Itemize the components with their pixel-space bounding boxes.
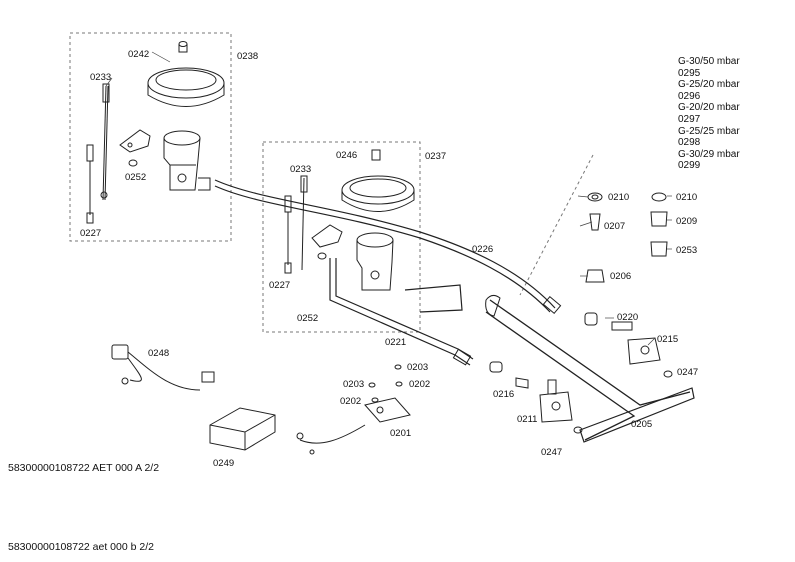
part-label-0226: 0226 [472, 244, 493, 255]
part-label-0209: 0209 [676, 216, 697, 227]
part-label-0211: 0211 [517, 414, 537, 425]
part-label-0252-left: 0252 [125, 172, 146, 183]
leader-lines [105, 51, 672, 346]
legend-line: G-30/50 mbar [678, 56, 740, 67]
gas-tap-0215 [611, 321, 673, 378]
part-label-0203-b: 0203 [343, 379, 364, 390]
burner-body-left [163, 130, 211, 191]
part-label-0202-b: 0202 [340, 396, 361, 407]
bracket-left [119, 129, 151, 167]
part-label-0248: 0248 [148, 348, 169, 359]
gas-tap-0211 [539, 379, 583, 434]
injector-guide-line [519, 154, 594, 296]
legend-line: 0296 [678, 90, 701, 102]
part-label-0215: 0215 [657, 334, 678, 345]
part-label-0227-right: 0227 [269, 280, 290, 291]
part-label-0253: 0253 [676, 245, 697, 256]
ignition-electrode-left [86, 144, 94, 224]
legend-line: 0297 [678, 113, 701, 125]
legend-line: 0299 [678, 160, 701, 172]
ignition-module-0249 [209, 407, 276, 451]
legend-line: 0298 [678, 137, 701, 149]
ignition-electrode-right [284, 195, 292, 274]
drawing-number-upper: 58300000108722 AET 000 A 2/2 [8, 462, 160, 474]
burner-cap-left [147, 41, 225, 107]
part-label-0246: 0246 [336, 150, 357, 161]
part-label-0242: 0242 [128, 49, 149, 60]
legend-line: G-30/29 mbar [678, 148, 740, 160]
gas-pipe-0226 [214, 179, 562, 315]
part-label-0233-right: 0233 [290, 164, 311, 175]
part-label-0247-a: 0247 [677, 367, 698, 378]
thermocouple-left [100, 83, 110, 201]
legend-line: G-25/20 mbar [678, 79, 740, 91]
part-label-0227-left: 0227 [80, 228, 101, 239]
part-label-0202-a: 0202 [409, 379, 430, 390]
part-label-0210-b: 0210 [676, 192, 697, 203]
part-label-0247-b: 0247 [541, 447, 562, 458]
part-label-0207: 0207 [604, 221, 625, 232]
part-label-0210-a: 0210 [608, 192, 629, 203]
part-label-0233-left: 0233 [90, 72, 111, 83]
fittings-0216-0220 [489, 312, 598, 389]
ignition-cable-0248 [111, 344, 215, 391]
part-label-0205: 0205 [631, 419, 652, 430]
part-label-0252-right: 0252 [297, 313, 318, 324]
part-label-0249: 0249 [213, 458, 234, 469]
part-label-0238: 0238 [237, 51, 258, 62]
part-label-0206: 0206 [610, 271, 631, 282]
burner-group-box-right [262, 141, 421, 333]
bracket-right [311, 224, 343, 260]
gas-pipe-0221 [329, 258, 474, 366]
main-gas-manifold-0205 [485, 294, 695, 443]
switch-assembly-0201 [296, 364, 411, 455]
gas-type-legend: G-30/50 mbar 0295 G-25/20 mbar 0296 G-20… [678, 56, 740, 172]
part-label-0216: 0216 [493, 389, 514, 400]
burner-body-right [356, 232, 394, 291]
part-label-0237: 0237 [425, 151, 446, 162]
part-label-0201: 0201 [390, 428, 411, 439]
part-label-0220: 0220 [617, 312, 638, 323]
drawing-number-lower: 58300000108722 aet 000 b 2/2 [8, 541, 154, 553]
legend-line: G-25/25 mbar [678, 125, 740, 137]
legend-line: G-20/20 mbar [678, 102, 740, 114]
injector-set [585, 192, 668, 283]
part-label-0203-a: 0203 [407, 362, 428, 373]
thermocouple-right [300, 175, 308, 271]
burner-group-box-left [69, 32, 232, 242]
burner-cap-right [341, 149, 415, 212]
part-label-0221: 0221 [385, 337, 406, 348]
legend-line: 0295 [678, 67, 701, 79]
part-labels: 0242 0238 0233 0252 0227 0246 0237 0233 … [80, 49, 698, 469]
